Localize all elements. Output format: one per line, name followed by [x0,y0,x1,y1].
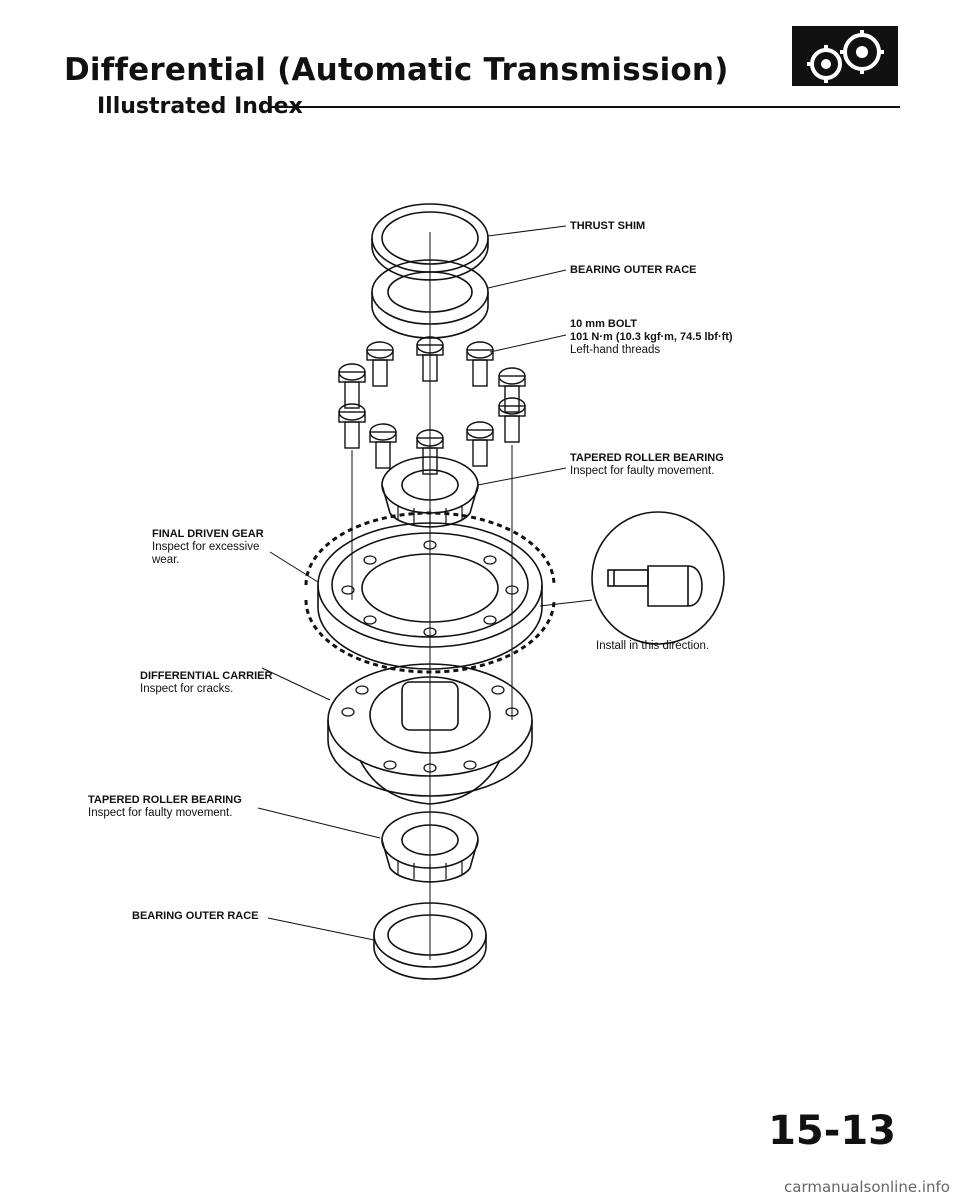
label-tapered-roller-bearing-bottom: TAPERED ROLLER BEARING Inspect for fault… [88,794,242,820]
label-bolt-name: 10 mm BOLT [570,318,638,330]
label-tapered-roller-bearing-top: TAPERED ROLLER BEARING Inspect for fault… [570,452,724,478]
label-thrust-shim: THRUST SHIM [570,220,645,233]
final-driven-gear-part [304,511,556,674]
bearing-outer-race-bottom-part [373,902,487,980]
label-final-driven-gear-name: FINAL DRIVEN GEAR [152,528,264,540]
tapered-roller-bearing-bottom-part [381,811,479,883]
label-differential-carrier: DIFFERENTIAL CARRIER Inspect for cracks. [140,670,272,696]
title-rule [268,106,900,108]
label-thrust-shim-name: THRUST SHIM [570,220,646,232]
leader-lines [257,225,593,941]
bolts-part [338,336,526,475]
label-tapered-roller-bearing-bottom-note: Inspect for faulty movement. [88,807,233,819]
label-differential-carrier-note: Inspect for cracks. [140,683,234,695]
label-tapered-roller-bearing-bottom-name: TAPERED ROLLER BEARING [88,794,242,806]
install-direction-detail [591,511,725,645]
bearing-outer-race-top-part [371,259,489,339]
label-final-driven-gear-note1: Inspect for excessive [152,541,260,553]
label-differential-carrier-name: DIFFERENTIAL CARRIER [140,670,273,682]
label-bolt: 10 mm BOLT 101 N·m (10.3 kgf·m, 74.5 lbf… [570,318,733,357]
label-final-driven-gear: FINAL DRIVEN GEAR Inspect for excessive … [152,528,264,567]
label-bearing-outer-race-bottom-name: BEARING OUTER RACE [132,910,259,922]
label-tapered-roller-bearing-top-name: TAPERED ROLLER BEARING [570,452,724,464]
page-number: 15-13 [768,1108,896,1154]
label-bearing-outer-race-top: BEARING OUTER RACE [570,264,697,277]
label-bolt-spec: 101 N·m (10.3 kgf·m, 74.5 lbf·ft) [570,331,733,343]
footer-watermark: carmanualsonline.info [784,1178,950,1196]
label-tapered-roller-bearing-top-note: Inspect for faulty movement. [570,465,715,477]
label-bolt-note: Left-hand threads [570,344,661,356]
label-install-direction-note: Install in this direction. [596,640,710,652]
page-title: Differential (Automatic Transmission) [64,52,729,88]
label-final-driven-gear-note2: wear. [152,554,180,566]
label-bearing-outer-race-bottom: BEARING OUTER RACE [132,910,259,923]
label-install-direction: Install in this direction. [596,640,709,653]
label-bearing-outer-race-top-name: BEARING OUTER RACE [570,264,697,276]
gear-train-icon [792,26,898,86]
differential-carrier-part [327,663,533,805]
